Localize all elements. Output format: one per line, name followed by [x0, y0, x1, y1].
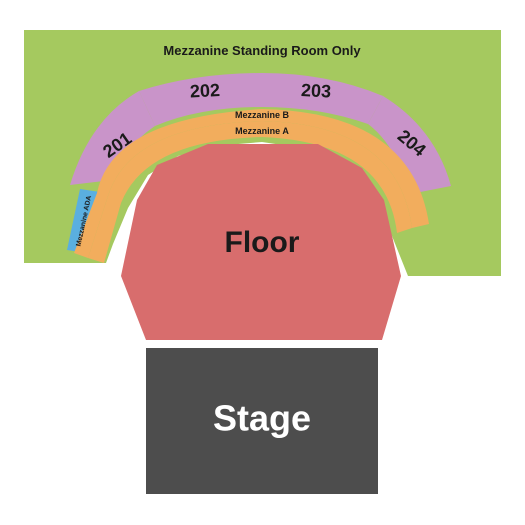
- mezzanine-a-label: Mezzanine A: [235, 126, 289, 136]
- section-203[interactable]: [262, 73, 383, 124]
- section-202[interactable]: [139, 73, 262, 126]
- floor-label: Floor: [225, 226, 300, 259]
- floor-section[interactable]: [121, 144, 401, 340]
- section-202-label: 202: [189, 80, 220, 102]
- section-204[interactable]: [368, 96, 451, 194]
- stage: [146, 348, 378, 494]
- section-203-label: 203: [301, 80, 332, 102]
- mezzanine-ada-section[interactable]: [67, 189, 100, 253]
- section-201[interactable]: [70, 91, 155, 185]
- stage-label: Stage: [213, 398, 311, 439]
- mezzanine-standing-room-label: Mezzanine Standing Room Only: [163, 43, 361, 58]
- mezzanine-b-label: Mezzanine B: [235, 110, 290, 120]
